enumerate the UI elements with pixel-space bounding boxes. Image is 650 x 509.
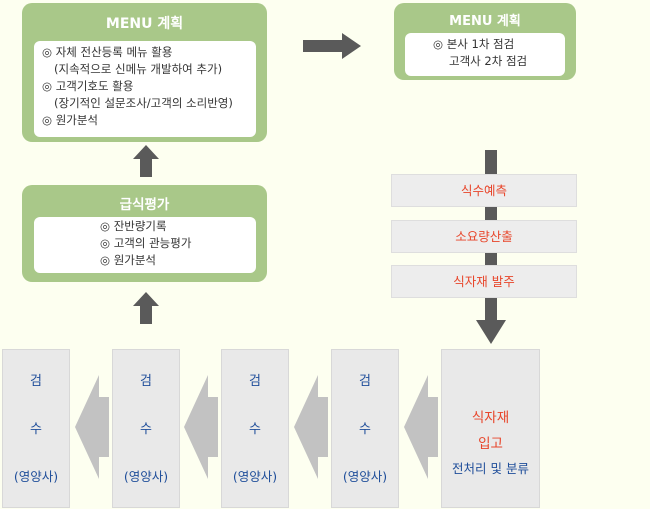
menu-plan-body: ◎ 자체 전산등록 메뉴 활용 (지속적으로 신메뉴 개발하여 추가) ◎ 고객… xyxy=(34,41,256,137)
inspection-char: 검 xyxy=(249,374,261,389)
meal-eval-title: 급식평가 xyxy=(119,197,170,213)
menu-plan-item: ◎ 고객기호도 활용 xyxy=(42,79,134,93)
arrow-up-icon xyxy=(133,292,159,324)
meal-eval-item: ◎ 원가분석 xyxy=(100,253,157,267)
inspection-column: 검 수 (영양사) xyxy=(331,349,399,508)
receiving-line: 입고 xyxy=(478,436,503,452)
meal-eval-panel: 급식평가 ◎ 잔반량기록 ◎ 고객의 관능평가 ◎ 원가분석 xyxy=(22,185,267,282)
step-meal-count-forecast: 식수예측 xyxy=(391,174,577,207)
inspection-char: 수 xyxy=(249,422,261,437)
receiving-box: 식자재 입고 전처리 및 분류 xyxy=(441,349,540,508)
arrow-right-icon xyxy=(303,33,361,59)
meal-eval-item: ◎ 잔반량기록 xyxy=(100,219,167,233)
menu-plan-title: MENU 계획 xyxy=(105,16,184,32)
step-requirement-calc: 소요량산출 xyxy=(391,220,577,253)
arrow-left-icon xyxy=(294,375,328,479)
inspection-role: (영양사) xyxy=(342,469,388,484)
menu-plan-item: (장기적인 설문조사/고객의 소리반영) xyxy=(54,96,233,110)
inspection-column: 검 수 (영양사) xyxy=(112,349,180,508)
meal-eval-body: ◎ 잔반량기록 ◎ 고객의 관능평가 ◎ 원가분석 xyxy=(34,217,256,273)
branch-item: ◎ 본사 1차 점검 xyxy=(433,37,515,51)
inspection-role: (영양사) xyxy=(232,469,278,484)
arrow-left-icon xyxy=(75,375,109,479)
inspection-column: 검 수 (영양사) xyxy=(2,349,70,508)
arrow-left-icon xyxy=(404,375,438,479)
inspection-char: 검 xyxy=(359,374,371,389)
inspection-char: 수 xyxy=(140,422,152,437)
menu-plan-panel: MENU 계획 ◎ 자체 전산등록 메뉴 활용 (지속적으로 신메뉴 개발하여 … xyxy=(22,3,267,142)
inspection-char: 수 xyxy=(30,422,42,437)
menu-plan-item: (지속적으로 신메뉴 개발하여 추가) xyxy=(54,62,223,76)
receiving-line: 식자재 xyxy=(471,410,510,426)
menu-plan-branch-title: MENU 계획 xyxy=(449,14,521,29)
inspection-column: 검 수 (영양사) xyxy=(221,349,289,508)
step-ingredient-order: 식자재 발주 xyxy=(391,265,577,298)
inspection-char: 검 xyxy=(30,374,42,389)
branch-item: 고객사 2차 점검 xyxy=(449,54,528,68)
arrow-up-icon xyxy=(133,145,159,177)
menu-plan-item: ◎ 자체 전산등록 메뉴 활용 xyxy=(42,45,173,59)
menu-plan-item: ◎ 원가분석 xyxy=(42,113,99,127)
menu-plan-branch-body: ◎ 본사 1차 점검 고객사 2차 점검 xyxy=(405,33,565,76)
arrow-left-icon xyxy=(184,375,218,479)
inspection-char: 수 xyxy=(359,422,371,437)
menu-plan-branch-panel: MENU 계획 ◎ 본사 1차 점검 고객사 2차 점검 xyxy=(394,3,576,80)
inspection-role: (영양사) xyxy=(13,469,59,484)
meal-eval-item: ◎ 고객의 관능평가 xyxy=(100,236,192,250)
inspection-char: 검 xyxy=(140,374,152,389)
receiving-line: 전처리 및 분류 xyxy=(452,461,529,476)
inspection-role: (영양사) xyxy=(123,469,169,484)
